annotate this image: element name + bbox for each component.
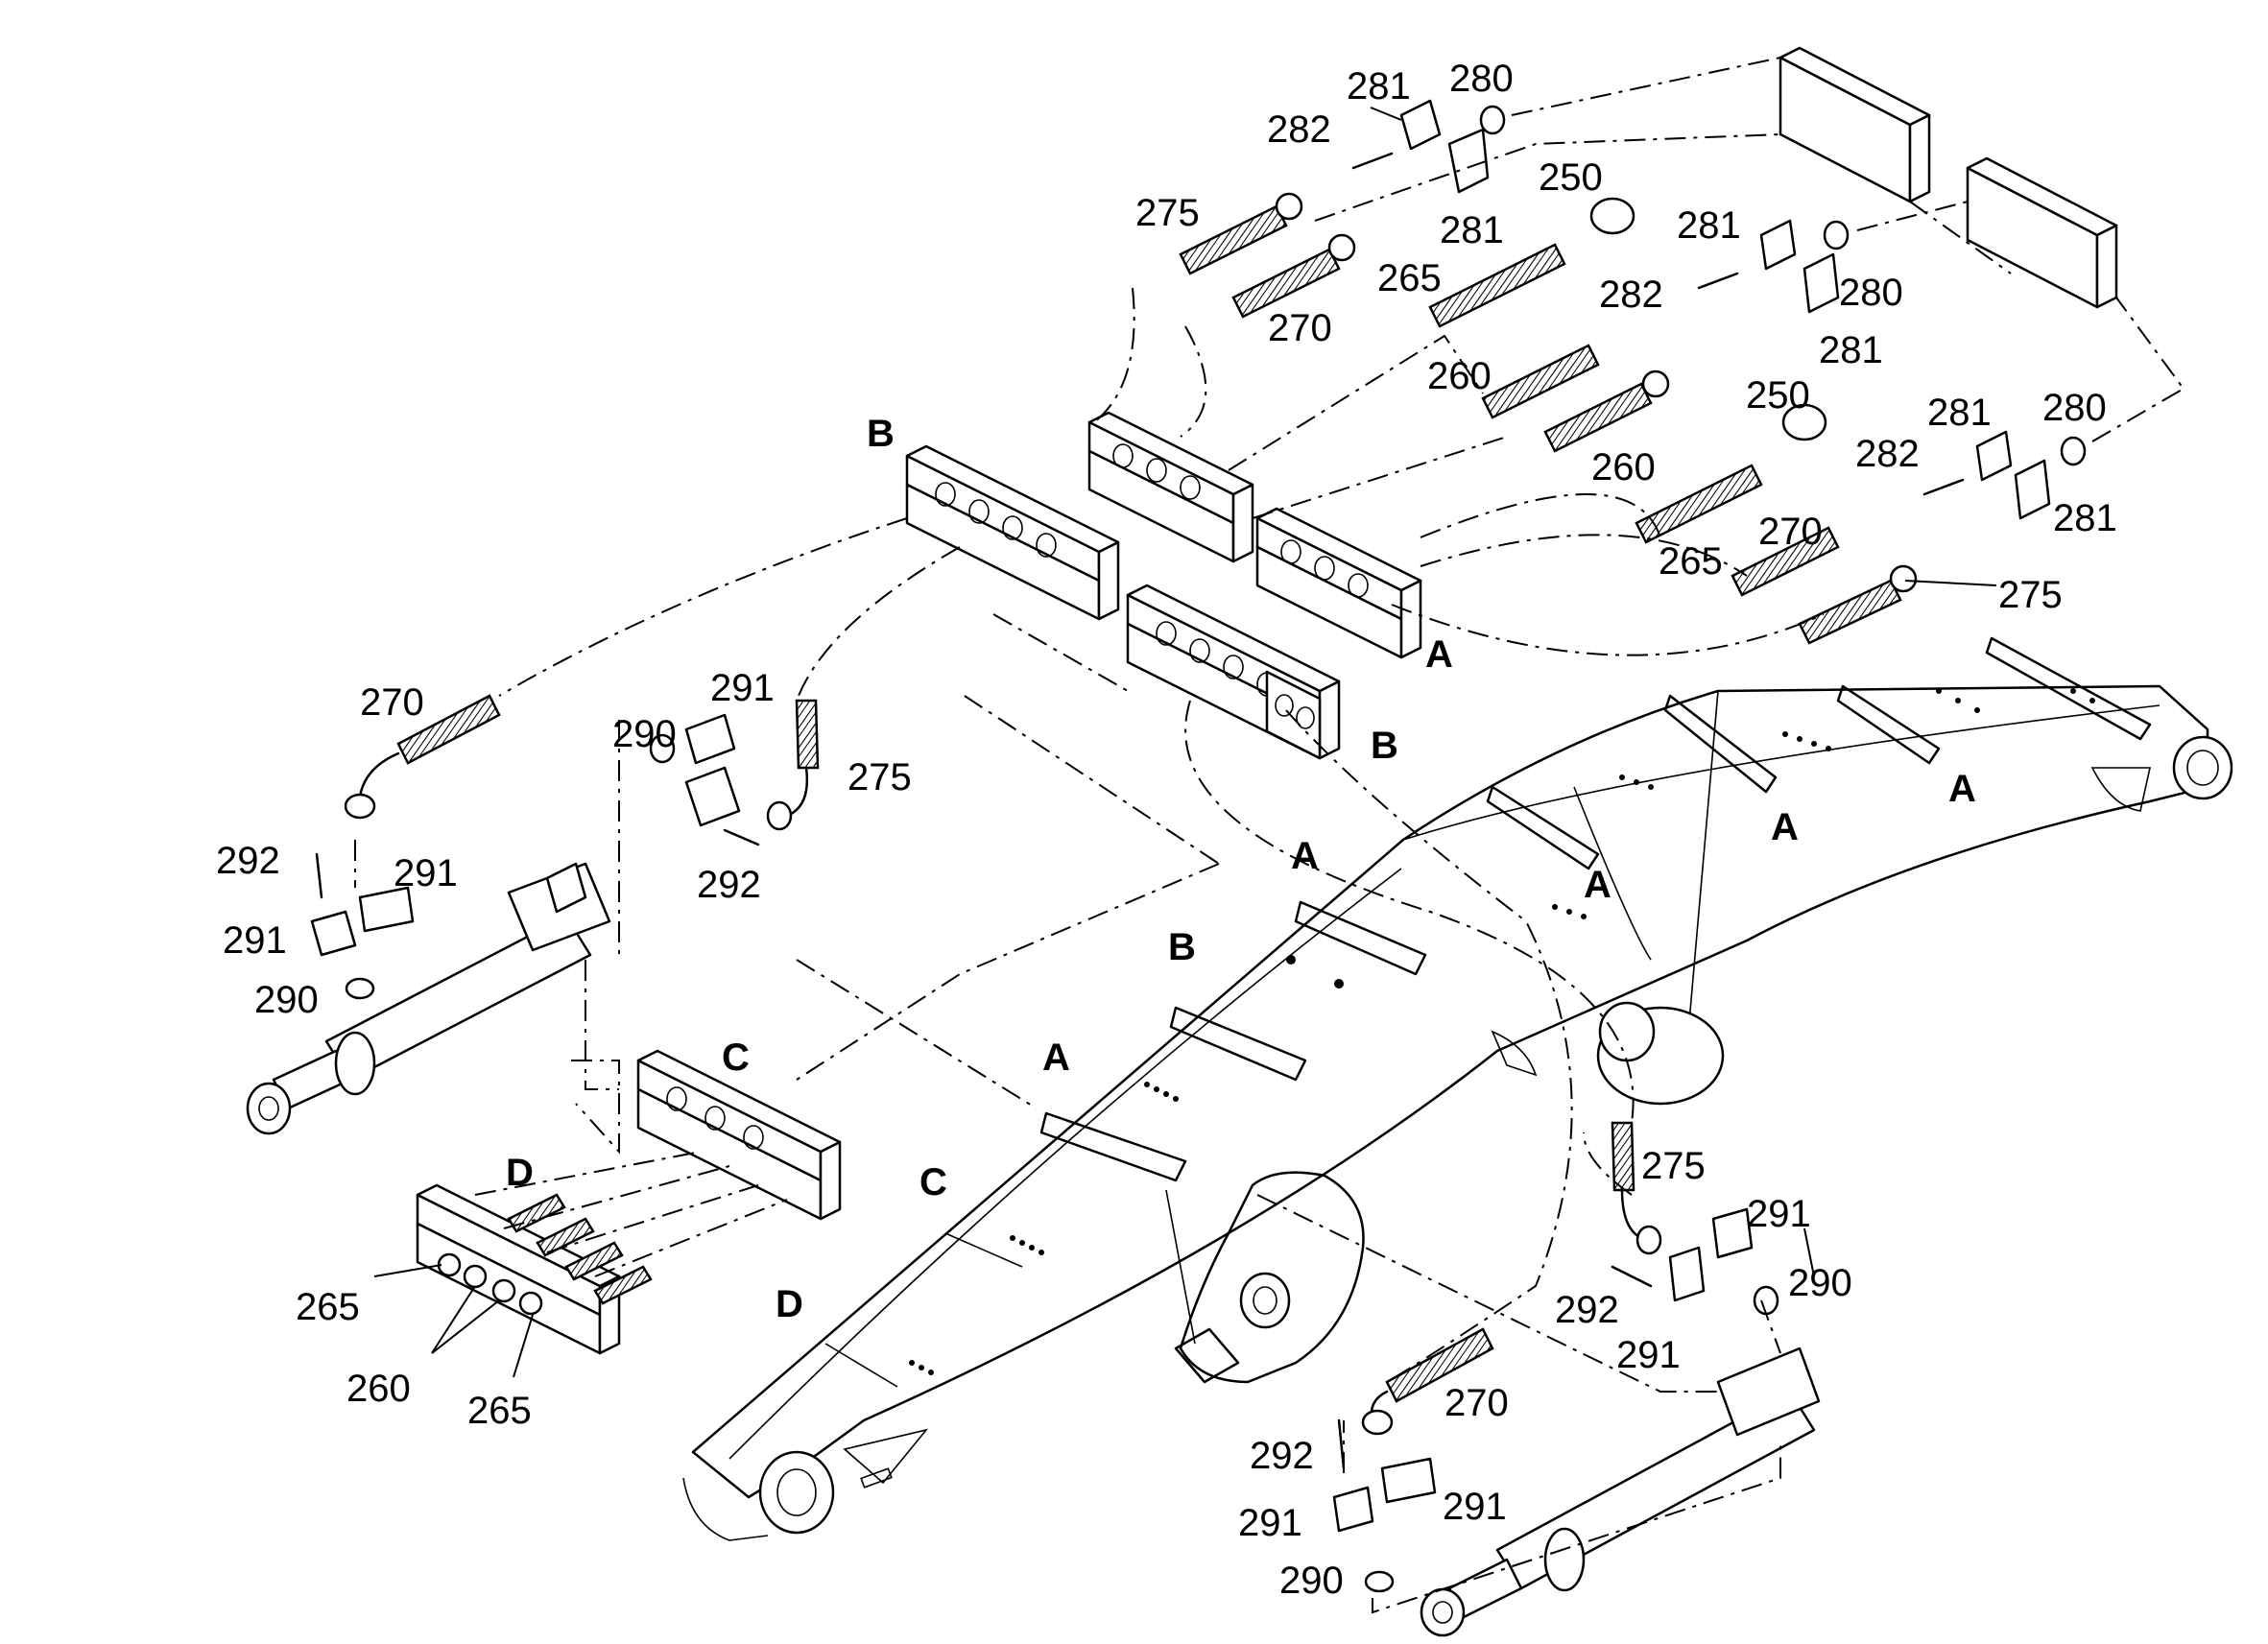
part-number: 292 bbox=[1250, 1435, 1314, 1477]
part-number: 270 bbox=[1268, 307, 1332, 349]
part-number: 275 bbox=[1641, 1145, 1706, 1187]
part-number: 270 bbox=[1758, 511, 1823, 553]
part-number: 265 bbox=[1659, 540, 1723, 583]
part-number: 291 bbox=[223, 919, 287, 962]
bolt-dots bbox=[909, 688, 2095, 1375]
part-number: 291 bbox=[1747, 1193, 1811, 1235]
part-number: 265 bbox=[467, 1390, 532, 1432]
group-label-c-clamp: C bbox=[722, 1036, 750, 1079]
part-number: 291 bbox=[1443, 1486, 1507, 1528]
part-number: 291 bbox=[710, 667, 775, 709]
part-number: 292 bbox=[1555, 1289, 1619, 1331]
group-label-b-clamp: B bbox=[1371, 725, 1398, 767]
group-label-b-top: B bbox=[867, 413, 895, 455]
part-number: 250 bbox=[1746, 374, 1810, 417]
clamp-block-b-lower bbox=[905, 444, 1120, 621]
clamp-block-b-upper bbox=[1087, 411, 1254, 563]
leader-lines bbox=[373, 107, 1997, 1378]
clamp-block-d bbox=[416, 1183, 621, 1355]
clamp-block-c bbox=[636, 1049, 842, 1221]
group-label-d-clamp: D bbox=[506, 1152, 534, 1194]
part-number: 282 bbox=[1599, 274, 1663, 316]
part-number: 275 bbox=[848, 756, 912, 798]
group-label-a-boom-5: A bbox=[1042, 1036, 1070, 1079]
group-label-b-boom: B bbox=[1168, 926, 1196, 968]
part-number: 260 bbox=[346, 1368, 411, 1410]
part-number: 281 bbox=[1927, 392, 1992, 434]
part-number: 290 bbox=[1788, 1262, 1852, 1304]
boom-brackets bbox=[824, 636, 2152, 1388]
group-label-a-boom-4: A bbox=[1291, 835, 1319, 877]
cylinder-left bbox=[246, 862, 611, 1135]
clamp-block-b-small bbox=[1265, 670, 1322, 760]
group-label-c-boom: C bbox=[919, 1161, 947, 1203]
part-number: 275 bbox=[1998, 574, 2063, 616]
group-label-a-boom-1: A bbox=[1948, 768, 1976, 810]
part-number: 260 bbox=[1427, 355, 1492, 397]
part-number: 282 bbox=[1267, 108, 1331, 151]
part-number: 281 bbox=[1819, 329, 1883, 371]
part-number-labels: 280 281 282 275 250 281 265 270 281 282 … bbox=[216, 58, 2117, 1602]
part-number: 282 bbox=[1855, 433, 1920, 475]
part-number: 290 bbox=[612, 713, 677, 755]
routing-lines bbox=[354, 57, 2185, 1614]
part-number: 292 bbox=[697, 864, 761, 906]
group-label-a-clamp: A bbox=[1425, 633, 1453, 676]
part-number: 281 bbox=[2053, 497, 2117, 539]
part-number: 280 bbox=[1839, 272, 1903, 314]
part-number: 265 bbox=[296, 1286, 360, 1328]
clamp-block-a-upper bbox=[1255, 507, 1422, 659]
part-number: 250 bbox=[1539, 156, 1603, 199]
valve-blocks bbox=[1779, 46, 2118, 309]
part-number: 265 bbox=[1377, 257, 1442, 299]
group-label-d-boom: D bbox=[776, 1283, 803, 1325]
part-number: 270 bbox=[360, 681, 424, 724]
part-number: 275 bbox=[1135, 192, 1200, 234]
part-number: 260 bbox=[1591, 446, 1656, 488]
part-number: 290 bbox=[254, 979, 319, 1021]
group-labels: B A B A A A A B A C C D D bbox=[506, 413, 1976, 1325]
part-number: 270 bbox=[1444, 1382, 1509, 1424]
part-number: 290 bbox=[1279, 1560, 1344, 1602]
part-number: 291 bbox=[394, 852, 458, 894]
group-label-a-boom-2: A bbox=[1771, 806, 1799, 848]
group-label-a-boom-3: A bbox=[1584, 864, 1611, 906]
part-number: 281 bbox=[1347, 65, 1411, 107]
boom bbox=[682, 636, 2233, 1541]
cylinder-right bbox=[1420, 1346, 1821, 1637]
hose-fittings bbox=[310, 99, 2087, 1593]
part-number: 281 bbox=[1440, 209, 1504, 251]
part-number: 291 bbox=[1238, 1502, 1302, 1544]
part-number: 280 bbox=[2042, 387, 2107, 429]
part-number: 280 bbox=[1449, 58, 1514, 100]
part-number: 291 bbox=[1616, 1334, 1681, 1376]
part-number: 281 bbox=[1677, 204, 1741, 247]
part-number: 292 bbox=[216, 840, 280, 882]
